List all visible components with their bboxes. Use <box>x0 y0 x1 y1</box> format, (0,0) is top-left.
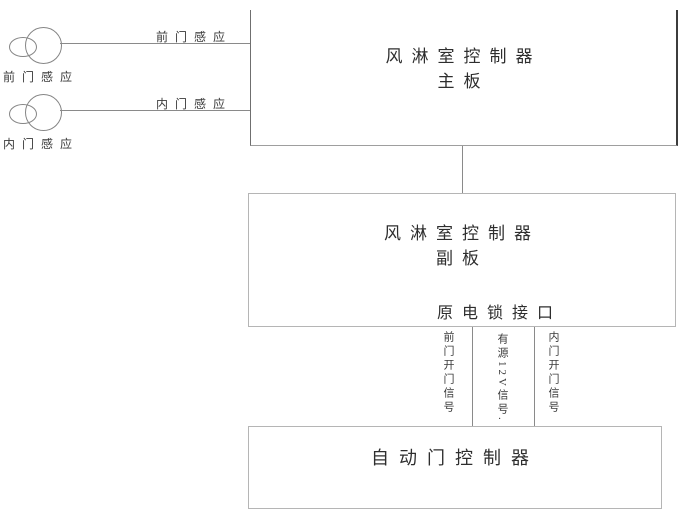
inner-door-sensor-caption: 内门感应 <box>3 137 80 151</box>
sub-board-box: 风淋室控制器 副板 原电锁接口 <box>248 193 676 327</box>
front-door-sensor-lens-icon <box>9 37 37 57</box>
main-board-title: 风淋室控制器 <box>385 47 542 66</box>
auto-door-controller-title: 自动门控制器 <box>371 448 539 468</box>
auto-door-controller-box: 自动门控制器 <box>248 426 662 509</box>
sub-board-subtitle: 副板 <box>436 249 488 268</box>
main-to-sub-connector <box>462 146 463 193</box>
inner-door-open-signal-label: 内门开门信号 <box>547 331 559 415</box>
inner-door-sensor-wire <box>60 110 250 111</box>
lock-port-label: 原电锁接口 <box>437 305 563 322</box>
main-board-subtitle: 主板 <box>437 72 490 91</box>
main-board-box: 风淋室控制器 主板 <box>250 10 678 146</box>
front-door-signal-wire <box>472 327 473 426</box>
active-12v-signal-label: 有源12V信号. <box>496 333 508 423</box>
front-door-sensor-caption: 前门感应 <box>3 70 80 84</box>
front-door-wire-label: 前门感应 <box>156 30 233 44</box>
inner-door-sensor-lens-icon <box>9 104 37 124</box>
inner-door-signal-wire <box>534 327 535 426</box>
front-door-sensor-wire <box>60 43 250 44</box>
front-door-open-signal-label: 前门开门信号 <box>442 331 454 415</box>
inner-door-wire-label: 内门感应 <box>156 97 233 111</box>
sub-board-title: 风淋室控制器 <box>384 224 540 243</box>
